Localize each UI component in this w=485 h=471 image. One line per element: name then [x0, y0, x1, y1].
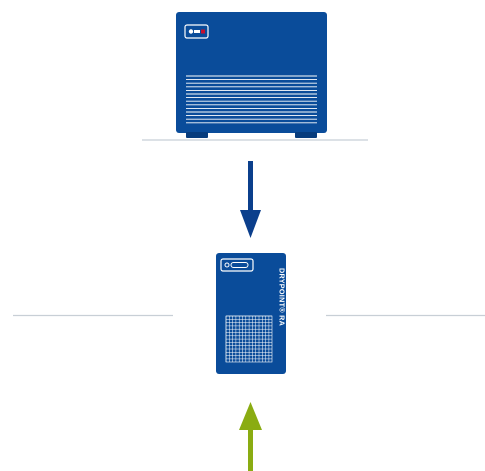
bottom-unit-vent-grille	[225, 315, 273, 363]
status-indicator-icon	[188, 29, 194, 34]
bottom-unit-body	[216, 253, 286, 374]
top-unit-foot-right	[295, 132, 317, 138]
top-unit	[142, 12, 368, 141]
bottom-unit-control-panel	[220, 258, 254, 272]
top-unit-control-panel	[184, 24, 209, 39]
arrow-up-icon	[239, 402, 262, 471]
status-indicator-icon	[224, 262, 230, 268]
arrow-down-icon	[240, 161, 261, 238]
top-unit-foot-left	[186, 132, 208, 138]
product-label: DRYPOINT® RA	[278, 268, 287, 326]
top-unit-body	[176, 12, 327, 133]
top-unit-vent-grille	[186, 75, 317, 124]
bottom-unit: DRYPOINT® RA	[216, 253, 287, 374]
